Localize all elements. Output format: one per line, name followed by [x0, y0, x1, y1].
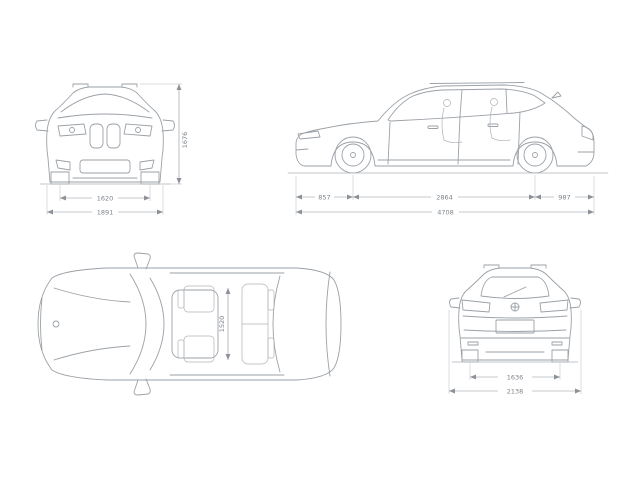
dimension-label-overall-length: 4708: [437, 209, 454, 217]
side-view-drawing: 857 2864 987 4708: [287, 82, 609, 217]
bmw-logo-icon: [52, 320, 60, 328]
reflector-right: [551, 341, 563, 346]
roof-rails-rear: [483, 264, 547, 269]
c-pillar: [505, 88, 508, 114]
sunroof: [171, 289, 219, 359]
dimension-label-wheelbase: 2864: [436, 194, 453, 202]
roof-rails: [72, 83, 138, 88]
windshield-top: [60, 93, 150, 113]
b-pillar: [459, 89, 463, 117]
headlight-side: [297, 130, 321, 140]
rear-view-drawing: 1636 2138: [448, 264, 582, 396]
front-seat-left-headrest: [177, 289, 185, 309]
front-seat-right-headrest: [177, 339, 185, 359]
kidney-grille-right: [106, 123, 121, 149]
front-view: 1676 1620 1891: [28, 60, 203, 225]
door-handle-front: [427, 125, 439, 129]
roof-rail-side: [429, 82, 525, 84]
reflector-left: [467, 341, 479, 346]
dimension-label-front-overhang: 857: [318, 194, 330, 202]
windshield-top-plan: [149, 277, 165, 371]
dimension-overall-length: 4708: [295, 200, 595, 217]
tailgate-plan: [325, 271, 331, 377]
side-car-body: [295, 82, 595, 174]
top-interior: [177, 283, 275, 365]
rear-window-plan: [272, 275, 281, 373]
side-mirrors: [35, 119, 175, 132]
front-seat-headrest: [443, 99, 451, 107]
dimension-width-incl-mirrors: 2138: [448, 310, 582, 396]
dimension-label-width-incl-mirrors: 2138: [507, 388, 524, 396]
rear-car-body: [449, 264, 581, 363]
bumper-lines: [295, 148, 595, 153]
front-car-body: [35, 83, 175, 185]
dimension-label-rear-overhang: 987: [558, 194, 570, 202]
front-view-drawing: 1676 1620 1891: [35, 83, 189, 217]
mirrors-rear: [449, 297, 581, 309]
headlights: [57, 123, 153, 137]
windshield-base: [57, 113, 153, 119]
dimension-label-overall-width: 1891: [97, 209, 114, 217]
roof-rails-plan: [169, 272, 285, 376]
antenna-fin: [551, 91, 562, 99]
headlight-lens-right: [135, 127, 141, 133]
dimension-interior-width: 1520: [218, 288, 231, 360]
mirror-right-plan: [133, 378, 151, 396]
lower-air-intake: [79, 159, 131, 174]
tailgate-creases: [462, 315, 568, 332]
front-body-outline: [46, 86, 164, 183]
top-car-body: [37, 252, 342, 396]
headlight-lens-left: [69, 127, 75, 133]
rear-headrest-right: [267, 337, 275, 359]
rear-seat: [489, 106, 511, 142]
rear-rim: [523, 143, 547, 167]
roundel-cross: [510, 302, 520, 312]
dimension-label-height: 1676: [181, 132, 189, 149]
rear-window: [480, 276, 550, 299]
front-bumper-plan: [40, 297, 43, 351]
dimension-label-rear-track: 1636: [507, 374, 524, 382]
windshield-cowl: [129, 273, 147, 375]
dimension-overhangs-wheelbase: 857 2864 987: [295, 175, 595, 202]
rear-wiper: [503, 286, 527, 298]
rear-view: 1636 2138: [438, 240, 618, 405]
interior-seats: [441, 98, 511, 144]
dimension-track-width: 1620: [59, 185, 151, 203]
dimension-label-interior-width: 1520: [218, 316, 226, 333]
side-view: 857 2864 987 4708: [278, 52, 618, 227]
rear-seat-headrest: [490, 98, 498, 106]
fog-lights: [55, 159, 155, 171]
rear-headrest-left: [267, 289, 275, 311]
door-seams: [387, 111, 521, 165]
taillight-side: [581, 125, 594, 141]
top-view: 1520: [22, 242, 362, 407]
door-handle-rear: [487, 123, 499, 127]
dimension-rear-track: 1636: [469, 363, 561, 382]
hood-creases: [53, 287, 131, 361]
mirror-left-plan: [133, 252, 151, 270]
glasshouse: [387, 88, 546, 122]
taillights: [461, 299, 569, 313]
front-hub: [350, 152, 356, 158]
side-body-outline: [295, 84, 595, 167]
dimension-overall-width: 1891: [46, 185, 164, 217]
front-rim: [341, 143, 365, 167]
rear-body-outline: [458, 267, 572, 361]
license-plate: [495, 319, 535, 334]
dimension-height: 1676: [140, 83, 189, 185]
top-body-outline: [37, 267, 342, 381]
rear-bumper: [460, 337, 570, 353]
rear-hub: [532, 152, 538, 158]
top-view-drawing: 1520: [37, 252, 342, 396]
dimension-label-track-width: 1620: [97, 195, 114, 203]
kidney-grille-left: [89, 123, 104, 149]
front-seat: [441, 107, 463, 144]
